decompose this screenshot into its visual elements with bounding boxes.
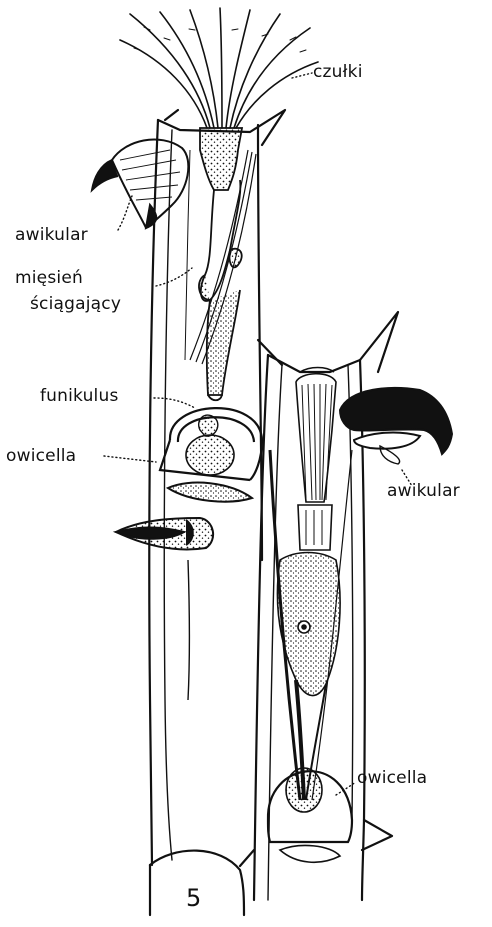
figure-number: 5 [186,886,201,910]
avicularium-right [340,388,452,464]
label-avicularium-top: awikular [15,227,88,244]
left-polypide [185,128,256,400]
label-avicularium-right: awikular [387,483,460,500]
left-operculum [168,483,252,502]
label-ovicell-left: owicella [6,448,76,465]
right-polypide [270,368,352,801]
left-ovicell [160,408,262,480]
label-tentacles: czułki [313,64,363,81]
label-retractor-line2: ściągający [30,296,121,313]
label-ovicell-bottom: owicella [357,770,427,787]
bottom-ovicell [268,768,352,862]
label-retractor-line1: mięsień [15,270,83,287]
avicularium-top [92,139,188,228]
label-funiculus: funikulus [40,388,119,405]
tentacles [120,8,318,128]
left-zooid [149,110,285,915]
